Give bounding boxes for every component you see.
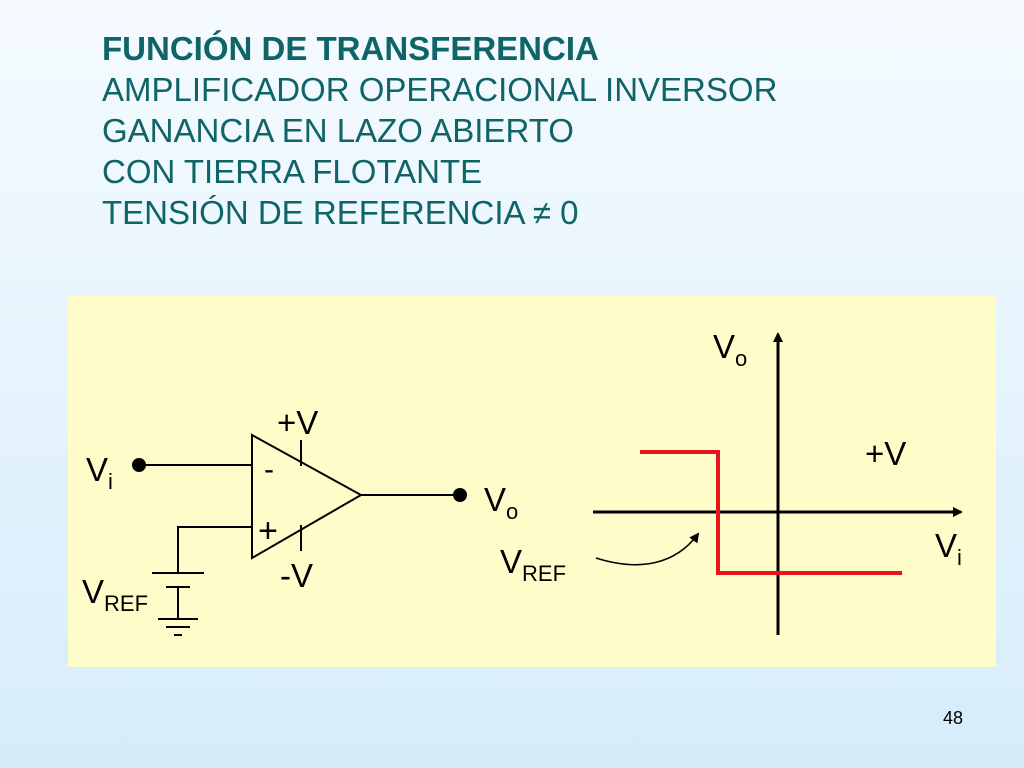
negative-supply-label: -V (280, 557, 313, 594)
noninverting-input-sign: + (258, 512, 278, 550)
diagram-panel: Vi Vo VREF - + +V -V Vo Vi +V VREF (68, 296, 996, 667)
output-label: Vo (484, 481, 518, 524)
transfer-curve (640, 450, 902, 575)
transfer-graph: Vo Vi +V VREF (500, 328, 963, 635)
slide-title: FUNCIÓN DE TRANSFERENCIA (102, 30, 599, 67)
page-number: 48 (942, 708, 963, 728)
y-axis-label: Vo (713, 328, 747, 371)
diagram-svg: Vi Vo VREF - + +V -V Vo Vi +V VREF (82, 328, 963, 636)
vref-graph-label: VREF (500, 543, 566, 586)
x-axis-label: Vi (935, 527, 962, 570)
vref-source-label: VREF (82, 573, 148, 616)
inverting-input-sign: - (264, 453, 274, 486)
slide-title-block: FUNCIÓN DE TRANSFERENCIA AMPLIFICADOR OP… (102, 28, 777, 233)
output-terminal (453, 488, 467, 502)
vref-pointer-arrow (595, 532, 700, 566)
subtitle-line-3: CON TIERRA FLOTANTE (102, 153, 483, 190)
noninverting-wire (177, 526, 252, 573)
opamp-triangle (251, 433, 364, 560)
opamp-circuit: Vi Vo VREF - + +V -V (82, 404, 518, 636)
subtitle-line-1: AMPLIFICADOR OPERACIONAL INVERSOR (102, 71, 778, 108)
positive-supply-label: +V (277, 404, 318, 441)
subtitle-line-2: GANANCIA EN LAZO ABIERTO (102, 112, 574, 149)
subtitle-line-4: TENSIÓN DE REFERENCIA ≠ 0 (102, 194, 579, 231)
input-label: Vi (86, 451, 113, 494)
high-level-label: +V (865, 435, 906, 472)
